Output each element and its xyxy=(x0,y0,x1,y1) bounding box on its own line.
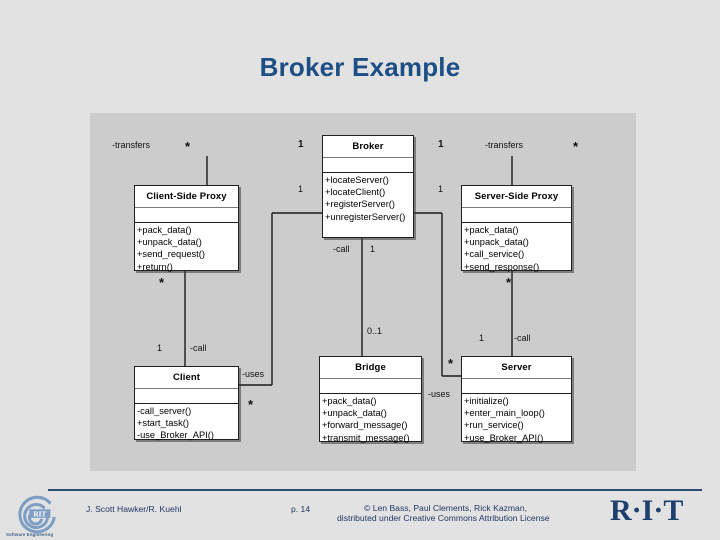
rit-spiral-logo: RIT xyxy=(18,495,56,534)
uml-class-server[interactable]: Server +initialize() +enter_main_loop() … xyxy=(461,356,572,445)
page-title: Broker Example xyxy=(259,52,461,82)
uml-operation: +use_Broker_API() xyxy=(464,432,544,443)
footer-divider xyxy=(48,489,702,491)
assoc-label-broker-bridge-mult-bottom: 0..1 xyxy=(367,326,383,336)
rit-wordmark: R·I·T xyxy=(610,494,684,527)
uml-operation: +registerServer() xyxy=(325,199,396,210)
uml-operation: +start_task() xyxy=(137,418,189,429)
assoc-label-server-uses-role: -uses xyxy=(428,389,451,399)
uml-class-name: Broker xyxy=(323,136,413,158)
uml-operations-compartment: +pack_data() +unpack_data() +forward_mes… xyxy=(320,394,421,445)
assoc-label-transfers-left-role: -transfers xyxy=(112,140,151,150)
uml-class-name: Server xyxy=(462,357,571,379)
uml-operation: +locateClient() xyxy=(325,187,386,198)
assoc-label-transfers-right-role: -transfers xyxy=(485,140,524,150)
uml-attributes-compartment xyxy=(462,379,571,394)
diagram-connectors xyxy=(184,156,513,386)
uml-attributes-compartment xyxy=(135,208,238,223)
uml-attributes-compartment xyxy=(323,158,413,173)
uml-class-name: Bridge xyxy=(320,357,421,379)
uml-class-client-side-proxy[interactable]: Client-Side Proxy +pack_data() +unpack_d… xyxy=(134,185,239,274)
assoc-label-transfers-left-mult: * xyxy=(185,139,191,154)
uml-operation: +send_request() xyxy=(137,249,205,260)
uml-operation: +transmit_message() xyxy=(322,432,410,443)
uml-operations-compartment: -call_server() +start_task() -use_Broker… xyxy=(135,404,238,443)
footer-copyright-line2: distributed under Creative Commons Attri… xyxy=(337,513,550,523)
uml-operation: +pack_data() xyxy=(322,396,377,406)
uml-operation: +pack_data() xyxy=(464,225,519,235)
uml-attributes-compartment xyxy=(320,379,421,394)
uml-operations-compartment: +initialize() +enter_main_loop() +run_se… xyxy=(462,394,571,445)
assoc-label-client-uses-mult: * xyxy=(248,397,254,412)
assoc-label-server-proxy-mult: * xyxy=(506,275,512,290)
uml-operation: +send_response() xyxy=(464,261,540,272)
assoc-label-server-mult: 1 xyxy=(479,333,485,343)
uml-operations-compartment: +locateServer() +locateClient() +registe… xyxy=(323,173,413,224)
uml-operation: +forward_message() xyxy=(322,420,408,431)
uml-class-diagram: Client-Side Proxy +pack_data() +unpack_d… xyxy=(90,113,636,471)
uml-operation: +unregisterServer() xyxy=(325,211,406,222)
uml-attributes-compartment xyxy=(462,208,571,223)
assoc-label-client-uses-role: -uses xyxy=(242,369,265,379)
assoc-label-server-call-role: -call xyxy=(514,333,531,343)
uml-operation: -call_server() xyxy=(137,406,192,416)
uml-operation: +unpack_data() xyxy=(464,237,529,248)
uml-class-name: Client xyxy=(135,367,238,389)
footer-author: J. Scott Hawker/R. Kuehl xyxy=(86,504,182,514)
uml-class-bridge[interactable]: Bridge +pack_data() +unpack_data() +forw… xyxy=(319,356,422,445)
uml-operation: +return() xyxy=(137,261,173,272)
uml-operation: +call_service() xyxy=(464,249,525,260)
uml-class-client[interactable]: Client -call_server() +start_task() -use… xyxy=(134,366,239,440)
uml-attributes-compartment xyxy=(135,389,238,404)
uml-operation: -use_Broker_API() xyxy=(137,430,214,441)
assoc-label-broker-right-mult-top: 1 xyxy=(438,139,444,150)
uml-operations-compartment: +pack_data() +unpack_data() +send_reques… xyxy=(135,223,238,274)
uml-operation: +pack_data() xyxy=(137,225,192,235)
footer-page-number: p. 14 xyxy=(291,504,311,514)
rit-logo-caption: Software Engineering xyxy=(6,532,54,537)
uml-operation: +unpack_data() xyxy=(322,408,387,419)
assoc-label-broker-left-mult-top: 1 xyxy=(298,139,304,150)
uml-operation: +unpack_data() xyxy=(137,237,202,248)
assoc-label-client-call-role: -call xyxy=(190,343,207,353)
uml-operations-compartment: +pack_data() +unpack_data() +call_servic… xyxy=(462,223,571,274)
uml-class-broker[interactable]: Broker +locateServer() +locateClient() +… xyxy=(322,135,414,238)
assoc-label-server-uses-mult: * xyxy=(448,356,454,371)
uml-operation: +locateServer() xyxy=(325,175,389,185)
uml-class-name: Server-Side Proxy xyxy=(462,186,571,208)
uml-operation: +initialize() xyxy=(464,396,509,406)
assoc-label-broker-right-mult-mid: 1 xyxy=(438,184,444,194)
footer-copyright-line1: © Len Bass, Paul Clements, Rick Kazman, xyxy=(364,503,527,513)
uml-operation: +enter_main_loop() xyxy=(464,408,545,419)
assoc-label-broker-bridge-role: -call xyxy=(333,244,350,254)
uml-class-server-side-proxy[interactable]: Server-Side Proxy +pack_data() +unpack_d… xyxy=(461,185,572,274)
assoc-label-broker-bridge-mult-top: 1 xyxy=(370,244,376,254)
rit-logo-text: RIT xyxy=(33,510,46,518)
assoc-label-broker-left-mult-mid: 1 xyxy=(298,184,304,194)
assoc-label-client-mult: 1 xyxy=(157,343,163,353)
assoc-label-transfers-right-mult: * xyxy=(573,139,579,154)
footer: RIT Software Engineering J. Scott Hawker… xyxy=(0,492,720,540)
uml-operation: +run_service() xyxy=(464,420,524,431)
uml-class-name: Client-Side Proxy xyxy=(135,186,238,208)
assoc-label-client-proxy-mult: * xyxy=(159,275,165,290)
